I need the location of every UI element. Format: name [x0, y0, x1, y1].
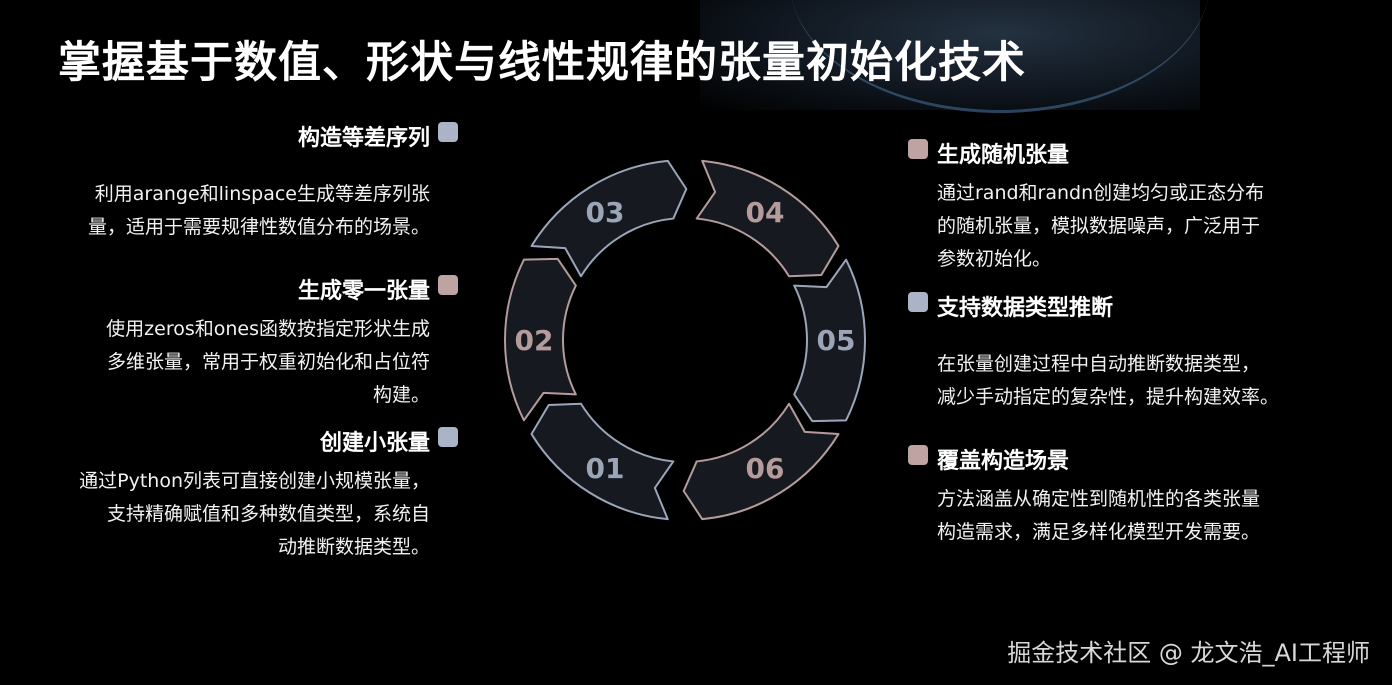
- description-line: 方法涵盖从确定性到随机性的各类张量: [937, 488, 1261, 510]
- description-line: 量，适用于需要规律性数值分布的场景。: [87, 216, 430, 238]
- description-line: 构建。: [372, 384, 430, 406]
- feature-description: 方法涵盖从确定性到随机性的各类张量 构造需求，满足多样化模型开发需要。: [937, 483, 1357, 549]
- description-line: 通过Python列表可直接创建小规模张量，: [79, 470, 430, 492]
- description-line: 的随机张量，模拟数据噪声，广泛用于: [937, 215, 1261, 237]
- marker-square: [438, 122, 458, 142]
- cycle-segment-03: [530, 159, 688, 278]
- description-line: 使用zeros和ones函数按指定形状生成: [106, 318, 430, 340]
- description-line: 在张量创建过程中自动推断数据类型，: [937, 353, 1261, 375]
- description-line: 动推断数据类型。: [277, 536, 430, 558]
- cycle-segment-01: [530, 402, 675, 521]
- feature-description: 使用zeros和ones函数按指定形状生成 多维张量，常用于权重初始化和占位符 …: [40, 313, 430, 412]
- cycle-segment-05: [793, 258, 866, 423]
- cycle-segment-label: 06: [746, 452, 785, 485]
- header-background-arc: [790, 0, 1210, 113]
- cycle-segment-label: 04: [746, 196, 785, 229]
- marker-square: [908, 139, 928, 159]
- marker-square: [908, 292, 928, 312]
- marker-square: [438, 427, 458, 447]
- cycle-segment-label: 02: [515, 324, 554, 357]
- cycle-segment-label: 03: [585, 196, 624, 229]
- marker-square: [438, 275, 458, 295]
- cycle-segment-02: [504, 257, 577, 422]
- feature-description: 通过rand和randn创建均匀或正态分布 的随机张量，模拟数据噪声，广泛用于 …: [937, 177, 1357, 276]
- feature-heading: 生成零一张量: [297, 279, 430, 304]
- description-line: 支持精确赋值和多种数值类型，系统自: [106, 503, 430, 525]
- description-line: 利用arange和linspace生成等差序列张: [94, 183, 430, 205]
- cycle-diagram: 01 02 03 04 05 06: [504, 159, 866, 521]
- description-line: 通过rand和randn创建均匀或正态分布: [937, 182, 1265, 204]
- feature-arange: 构造等差序列 利用arange和linspace生成等差序列张 量，适用于需要规…: [40, 120, 430, 244]
- description-line: 多维张量，常用于权重初始化和占位符: [106, 351, 430, 373]
- page-title: 掌握基于数值、形状与线性规律的张量初始化技术: [58, 38, 1026, 88]
- description-line: 减少手动指定的复杂性，提升构建效率。: [937, 386, 1280, 408]
- feature-zeros-ones: 生成零一张量 使用zeros和ones函数按指定形状生成 多维张量，常用于权重初…: [40, 273, 430, 412]
- feature-heading: 覆盖构造场景: [937, 449, 1070, 474]
- description-line: 参数初始化。: [937, 248, 1052, 270]
- feature-random: 生成随机张量 通过rand和randn创建均匀或正态分布 的随机张量，模拟数据噪…: [937, 137, 1357, 276]
- feature-heading: 支持数据类型推断: [937, 296, 1114, 321]
- feature-heading: 创建小张量: [319, 431, 430, 456]
- watermark: 掘金技术社区 @ 龙文浩_AI工程师: [1007, 639, 1370, 667]
- feature-dtype: 支持数据类型推断 在张量创建过程中自动推断数据类型， 减少手动指定的复杂性，提升…: [937, 290, 1357, 414]
- marker-square: [908, 445, 928, 465]
- cycle-segment-label: 01: [585, 452, 624, 485]
- description-line: 构造需求，满足多样化模型开发需要。: [937, 521, 1261, 543]
- feature-description: 利用arange和linspace生成等差序列张 量，适用于需要规律性数值分布的…: [40, 178, 430, 244]
- feature-description: 在张量创建过程中自动推断数据类型， 减少手动指定的复杂性，提升构建效率。: [937, 348, 1357, 414]
- feature-scenarios: 覆盖构造场景 方法涵盖从确定性到随机性的各类张量 构造需求，满足多样化模型开发需…: [937, 443, 1357, 549]
- cycle-segment-label: 05: [817, 324, 856, 357]
- feature-heading: 构造等差序列: [297, 126, 430, 151]
- feature-description: 通过Python列表可直接创建小规模张量， 支持精确赋值和多种数值类型，系统自 …: [30, 465, 430, 564]
- feature-heading: 生成随机张量: [937, 143, 1070, 168]
- cycle-segment-06: [682, 402, 840, 521]
- cycle-segment-04: [695, 159, 840, 278]
- feature-small-tensor: 创建小张量 通过Python列表可直接创建小规模张量， 支持精确赋值和多种数值类…: [30, 425, 430, 564]
